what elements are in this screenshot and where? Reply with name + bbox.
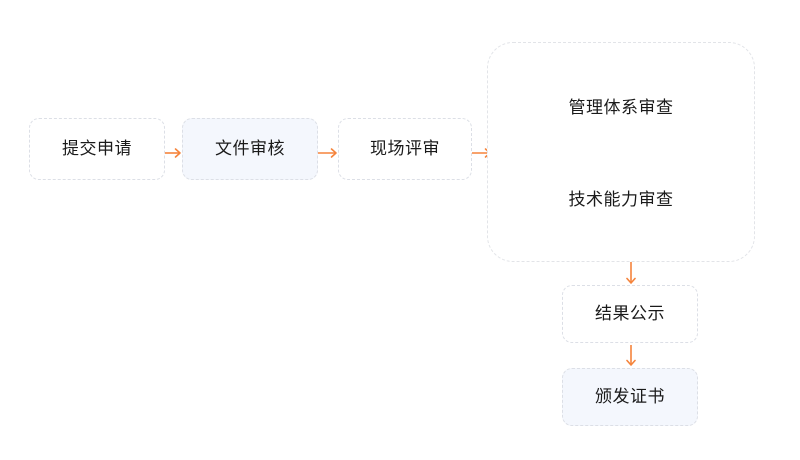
group-item-technical-capability-review[interactable]: 技术能力审查 xyxy=(488,192,754,209)
node-label: 结果公示 xyxy=(595,303,665,324)
node-label: 颁发证书 xyxy=(595,386,665,407)
arrow-n1-to-n2 xyxy=(165,148,181,158)
node-label: 现场评审 xyxy=(370,138,440,159)
node-label: 提交申请 xyxy=(62,138,132,159)
arrow-n2-to-n3 xyxy=(318,148,337,158)
node-submit-application[interactable]: 提交申请 xyxy=(29,118,165,180)
group-review-container[interactable]: 管理体系审查 技术能力审查 xyxy=(487,42,755,262)
arrow-n6-to-n7 xyxy=(626,345,636,366)
node-onsite-assessment[interactable]: 现场评审 xyxy=(338,118,472,180)
group-item-label: 管理体系审查 xyxy=(568,98,674,118)
arrow-group-to-n6 xyxy=(626,262,636,284)
arrow-head xyxy=(174,148,181,158)
arrow-head xyxy=(626,359,636,366)
node-label: 文件审核 xyxy=(215,138,285,159)
group-item-management-system-review[interactable]: 管理体系审查 xyxy=(488,100,754,117)
group-item-label: 技术能力审查 xyxy=(568,190,674,210)
arrow-head xyxy=(330,148,337,158)
node-document-review[interactable]: 文件审核 xyxy=(182,118,318,180)
arrow-head xyxy=(626,277,636,284)
node-issue-certificate[interactable]: 颁发证书 xyxy=(562,368,698,426)
node-result-publicity[interactable]: 结果公示 xyxy=(562,285,698,343)
